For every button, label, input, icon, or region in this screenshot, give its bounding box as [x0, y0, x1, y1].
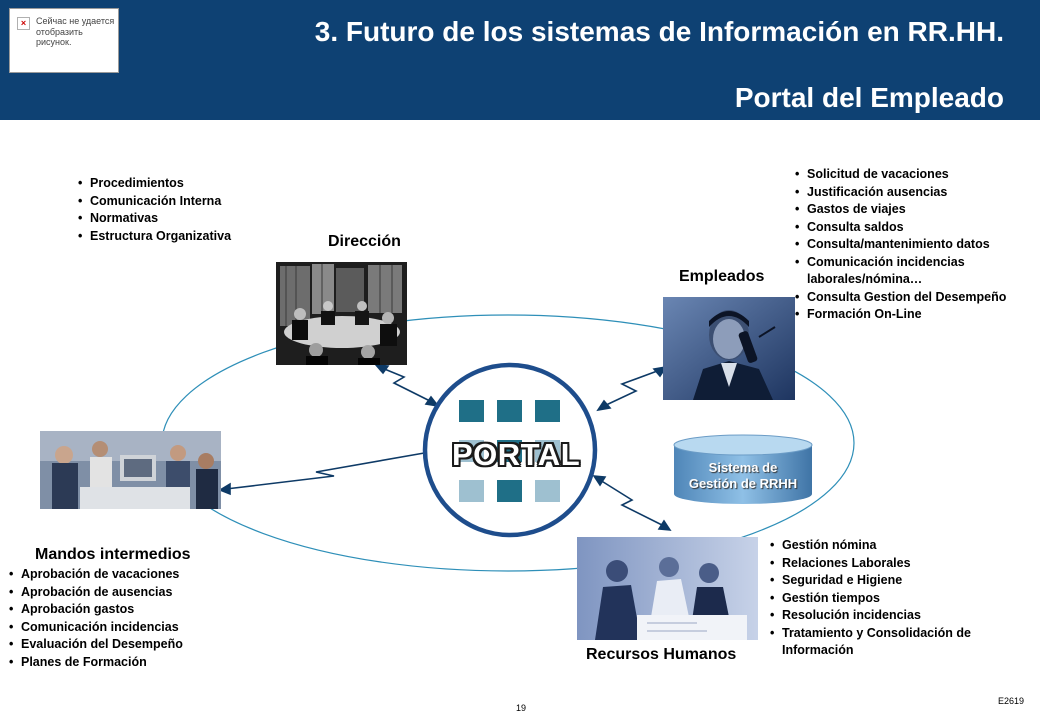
list-item: Resolución incidencias [770, 607, 1020, 625]
list-item: Consulta saldos [795, 219, 1030, 237]
list-item: Gestión tiempos [770, 590, 1020, 608]
mandos-list: Aprobación de vacaciones Aprobación de a… [9, 566, 239, 671]
link-mandos [225, 451, 431, 490]
database-label-line2: Gestión de RRHH [688, 476, 798, 491]
list-item: Planes de Formación [9, 654, 239, 672]
hr-system-database: Sistema de Gestión de RRHH [672, 434, 814, 506]
list-item: Formación On-Line [795, 306, 1030, 324]
broken-image-icon: × [17, 17, 30, 30]
broken-image-placeholder: × Сейчас не удается отобразить рисунок. [9, 8, 119, 73]
rrhh-meeting-photo [577, 537, 758, 640]
empleados-label: Empleados [679, 268, 765, 285]
list-item: Consulta/mantenimiento datos [795, 236, 1030, 254]
list-item: Aprobación gastos [9, 601, 239, 619]
list-item: Consulta Gestion del Desempeño [795, 289, 1030, 307]
list-item: Aprobación de ausencias [9, 584, 239, 602]
mandos-label: Mandos intermedios [35, 546, 191, 563]
direccion-label: Dirección [328, 233, 401, 250]
empleados-phone-photo [663, 297, 795, 400]
list-item: Solicitud de vacaciones [795, 166, 1030, 184]
page-number: 19 [516, 703, 527, 713]
direccion-list: Procedimientos Comunicación Interna Norm… [78, 175, 278, 245]
list-item: Procedimientos [78, 175, 278, 193]
empleados-list: Solicitud de vacaciones Justificación au… [795, 166, 1030, 324]
list-item: Normativas [78, 210, 278, 228]
list-item: Estructura Organizativa [78, 228, 278, 246]
list-item: Seguridad e Higiene [770, 572, 1020, 590]
link-empleados [603, 369, 661, 407]
mandos-team-photo [40, 431, 221, 509]
list-item: Gestión nómina [770, 537, 1020, 555]
document-code: E2619 [998, 696, 1025, 706]
list-item: Evaluación del Desempeño [9, 636, 239, 654]
list-item: Tratamiento y Consolidación de Informaci… [770, 625, 1020, 660]
database-label-line1: Sistema de [708, 460, 778, 475]
title-banner: × Сейчас не удается отобразить рисунок. … [0, 0, 1040, 120]
database-icon [673, 434, 813, 504]
list-item: Aprobación de vacaciones [9, 566, 239, 584]
rrhh-list: Gestión nómina Relaciones Laborales Segu… [770, 537, 1020, 660]
direccion-meeting-photo [276, 262, 407, 365]
rrhh-label: Recursos Humanos [586, 646, 737, 663]
link-direccion [381, 367, 433, 403]
slide-subtitle: Portal del Empleado [734, 82, 1004, 113]
list-item: Justificación ausencias [795, 184, 1030, 202]
list-item: Comunicación incidencias laborales/nómin… [795, 254, 1030, 289]
list-item: Comunicación incidencias [9, 619, 239, 637]
slide-title: 3. Futuro de los sistemas de Información… [314, 16, 1004, 47]
list-item: Gastos de viajes [795, 201, 1030, 219]
portal-label: PORTAL [452, 437, 581, 472]
list-item: Relaciones Laborales [770, 555, 1020, 573]
portal-grid-icon [459, 400, 560, 502]
link-rrhh [599, 479, 665, 527]
list-item: Comunicación Interna [78, 193, 278, 211]
broken-image-text: Сейчас не удается отобразить рисунок. [36, 16, 115, 47]
